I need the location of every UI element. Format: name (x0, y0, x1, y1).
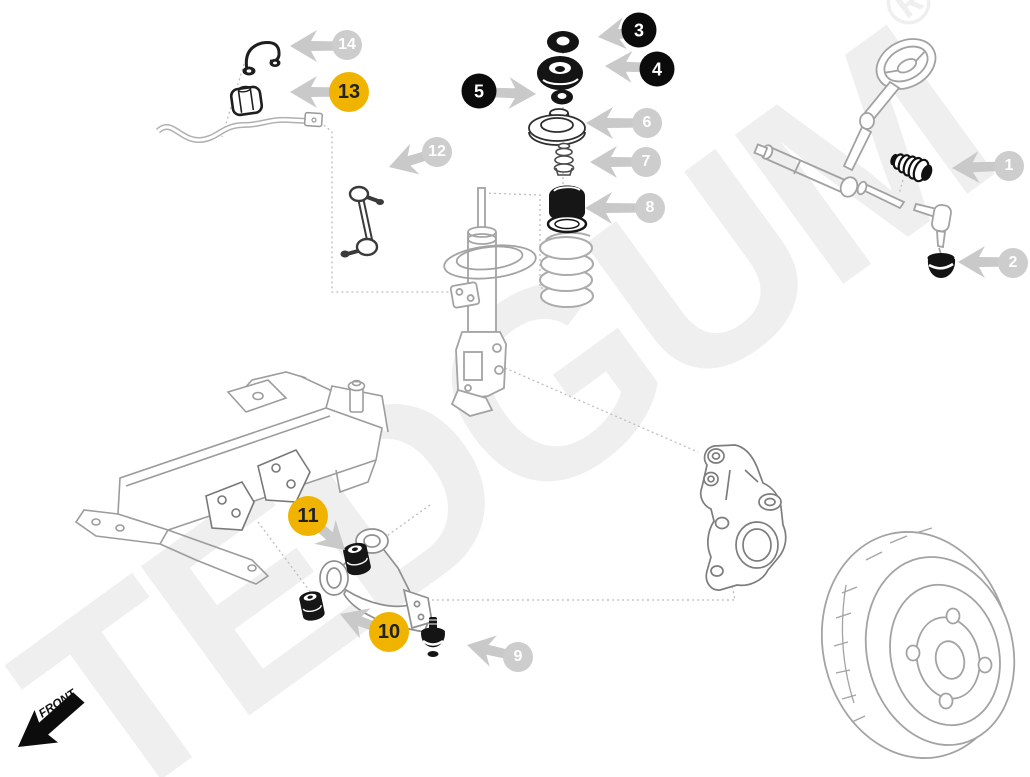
callout-9: 9 (503, 642, 533, 672)
small-washer (551, 89, 573, 105)
tread-lines (833, 527, 933, 723)
callout-1: 1 (994, 151, 1024, 181)
callout-11[interactable]: 11 (288, 496, 328, 536)
callout-4[interactable]: 4 (639, 51, 675, 87)
callout-2: 2 (998, 248, 1028, 278)
steering-column (753, 38, 952, 255)
front-arrow-icon (18, 692, 85, 747)
callout-10[interactable]: 10 (369, 612, 409, 652)
mount-bearing (528, 108, 586, 146)
wheel-tire (820, 527, 1016, 759)
inner-tie-rod (859, 182, 906, 210)
arm-mount-brackets (205, 449, 311, 531)
stabilizer-bar (155, 111, 324, 143)
top-washer (547, 31, 579, 53)
spring-seat (443, 244, 537, 280)
strut-assembly (443, 187, 537, 417)
connector-link-box (319, 121, 458, 293)
callout-13[interactable]: 13 (329, 72, 369, 112)
callout-8: 8 (635, 193, 665, 223)
callout-3[interactable]: 3 (621, 12, 657, 48)
connector-subframe-bushing-b (257, 521, 316, 599)
control-arm-bushing-front (299, 591, 325, 621)
steering-wheel (875, 38, 937, 90)
ball-joint (421, 617, 445, 657)
callout-12: 12 (422, 137, 452, 167)
strut-mount (537, 56, 583, 90)
front-direction: FRONT (18, 685, 85, 747)
callout-7: 7 (631, 147, 661, 177)
connector-strut-knuckle (504, 367, 699, 453)
strut-mount-stack (528, 31, 588, 234)
coil-spring (539, 231, 594, 308)
callout-5[interactable]: 5 (461, 73, 497, 109)
control-arm-bushing-rear (343, 542, 371, 576)
bump-stop (553, 142, 575, 176)
callout-14: 14 (332, 30, 362, 60)
connector-boot-stud (898, 179, 904, 195)
connector-arm-knuckle (432, 574, 736, 601)
dust-cover (927, 253, 956, 278)
callout-6: 6 (632, 108, 662, 138)
stabilizer-bushing (229, 85, 264, 117)
dust-boot (546, 185, 588, 234)
stabilizer-link (340, 185, 384, 258)
stabilizer-bracket (242, 41, 281, 76)
subframe (74, 371, 389, 585)
steering-knuckle (699, 444, 787, 591)
lug-studs (905, 607, 993, 710)
strut-tab (449, 281, 481, 309)
steering-rack-boot (890, 153, 933, 183)
tie-rod-end (912, 202, 952, 255)
